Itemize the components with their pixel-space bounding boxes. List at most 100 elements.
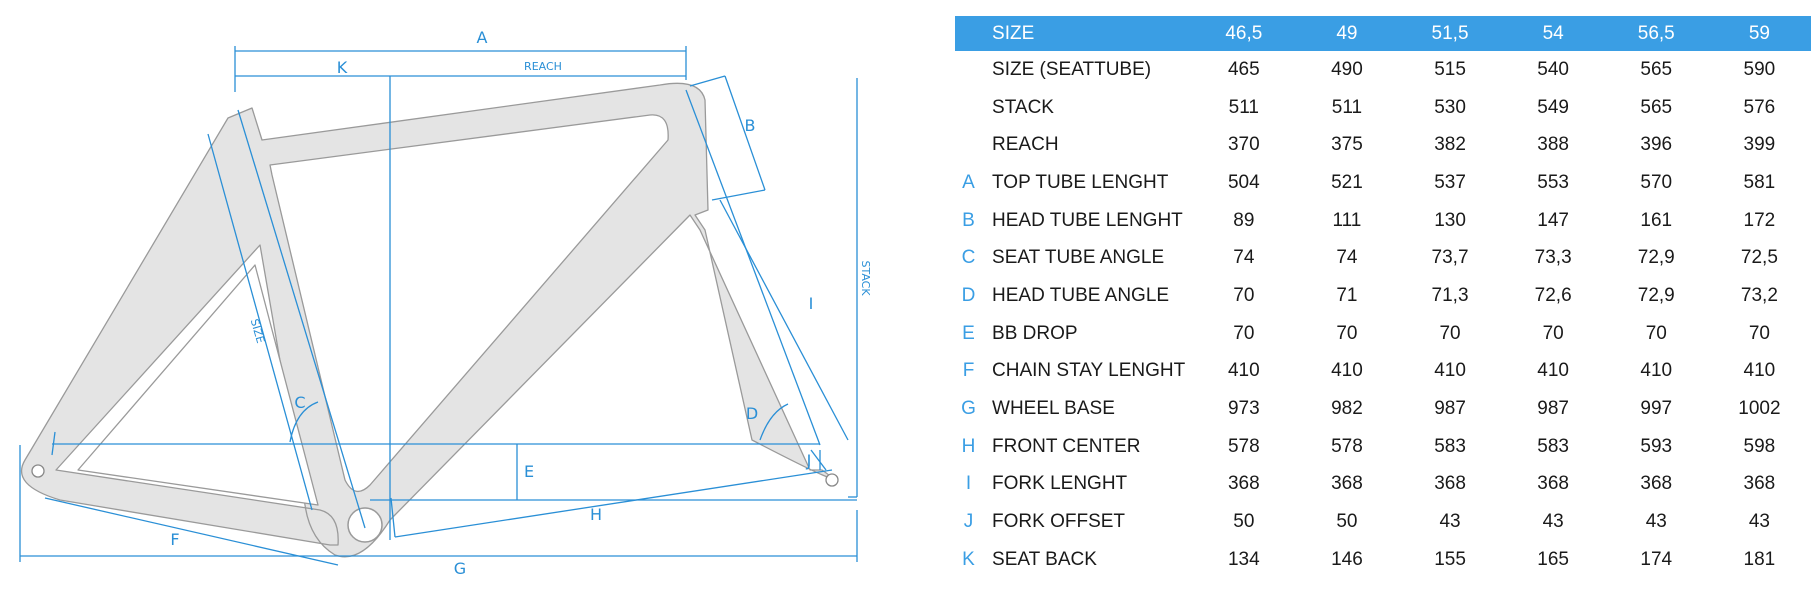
row-value: 987 — [1434, 398, 1466, 420]
row-value: 504 — [1227, 171, 1260, 193]
line-i — [719, 199, 849, 441]
size-header-value: 59 — [1748, 22, 1770, 44]
row-value: 388 — [1537, 134, 1569, 156]
row-value: 465 — [1227, 58, 1260, 80]
row-letter: G — [961, 398, 976, 420]
row-value: 590 — [1743, 58, 1776, 80]
frame-geometry-diagram: A K REACH B STACK I SIZE C D E J H F G — [19, 28, 872, 578]
row-letter — [955, 51, 982, 89]
row-value: 987 — [1537, 398, 1569, 420]
size-header-value: 46,5 — [1225, 22, 1263, 44]
row-value: 181 — [1743, 548, 1776, 570]
row-letter: B — [962, 209, 975, 231]
label-i: I — [809, 294, 814, 313]
row-value: 73,3 — [1534, 247, 1572, 269]
row-value: 70 — [1233, 284, 1255, 306]
row-label: SEAT TUBE ANGLE — [992, 247, 1165, 269]
row-label: FRONT CENTER — [992, 435, 1141, 457]
row-value: 368 — [1640, 473, 1673, 495]
arc-d — [759, 403, 789, 441]
row-value: 43 — [1542, 511, 1564, 533]
dimension-lines — [19, 46, 858, 566]
row-label: WHEEL BASE — [992, 398, 1115, 420]
row-value: 982 — [1331, 398, 1363, 420]
row-value: 73,2 — [1740, 284, 1778, 306]
row-value: 540 — [1537, 58, 1569, 80]
row-value: 43 — [1439, 511, 1461, 533]
row-letter: K — [962, 548, 975, 570]
row-value: 74 — [1233, 247, 1255, 269]
row-value: 72,5 — [1740, 247, 1778, 269]
row-letter — [955, 126, 982, 164]
line-j — [810, 449, 827, 471]
size-header-value: 56,5 — [1637, 22, 1675, 44]
row-value: 399 — [1743, 134, 1776, 156]
front-dropout — [825, 473, 839, 487]
row-value: 410 — [1331, 360, 1363, 382]
row-value: 530 — [1434, 96, 1466, 118]
label-a: A — [477, 28, 488, 47]
row-value: 72,9 — [1637, 247, 1675, 269]
line-b — [689, 75, 726, 87]
line-h — [394, 469, 833, 538]
row-letter — [955, 89, 982, 127]
row-value: 70 — [1336, 322, 1358, 344]
row-value: 368 — [1227, 473, 1260, 495]
row-value: 511 — [1228, 96, 1259, 118]
row-value: 43 — [1748, 511, 1770, 533]
row-value: 50 — [1336, 511, 1358, 533]
row-value: 375 — [1331, 134, 1363, 156]
row-value: 73,7 — [1431, 247, 1469, 269]
size-header-value: 54 — [1542, 22, 1564, 44]
bike-frame — [20, 82, 832, 558]
size-header-value: 51,5 — [1431, 22, 1469, 44]
geometry-table: SIZE 46,5 49 51,5 54 56,5 59 SIZE (SEATT… — [955, 16, 1811, 579]
row-value: 368 — [1434, 473, 1466, 495]
line-f — [44, 497, 339, 566]
row-value: 581 — [1743, 171, 1776, 193]
arc-c — [289, 401, 319, 443]
row-value: 553 — [1537, 171, 1569, 193]
row-label: FORK LENGHT — [992, 473, 1128, 495]
row-value: 598 — [1743, 435, 1776, 457]
row-value: 370 — [1227, 134, 1260, 156]
frame-window-front — [269, 114, 669, 492]
row-value: 368 — [1331, 473, 1363, 495]
rear-dropout — [31, 464, 45, 478]
row-value: 997 — [1640, 398, 1673, 420]
row-value: 172 — [1743, 209, 1776, 231]
row-value: 583 — [1434, 435, 1466, 457]
size-header-row: SIZE 46,5 49 51,5 54 56,5 59 — [955, 16, 1811, 51]
row-value: 576 — [1743, 96, 1776, 118]
row-value: 72,9 — [1637, 284, 1675, 306]
row-letter: I — [965, 473, 972, 495]
row-value: 70 — [1439, 322, 1461, 344]
row-value: 537 — [1434, 171, 1466, 193]
size-header-label: SIZE — [992, 22, 1035, 44]
label-h: H — [590, 505, 602, 524]
row-label: HEAD TUBE ANGLE — [992, 284, 1170, 306]
row-letter: E — [962, 322, 975, 344]
row-letter: A — [962, 171, 975, 193]
label-j: J — [806, 451, 812, 470]
row-value: 511 — [1331, 96, 1363, 118]
row-value: 521 — [1331, 171, 1363, 193]
row-value: 70 — [1542, 322, 1564, 344]
bottom-bracket — [347, 507, 383, 543]
row-value: 43 — [1645, 511, 1667, 533]
row-letter: H — [961, 435, 976, 457]
row-value: 593 — [1640, 435, 1673, 457]
row-label: SIZE (SEATTUBE) — [992, 58, 1152, 80]
line-seat-tube — [237, 109, 366, 529]
row-letter: J — [963, 511, 974, 533]
row-value: 549 — [1537, 96, 1569, 118]
line-steerer — [685, 89, 821, 446]
row-value: 70 — [1748, 322, 1770, 344]
size-header-value: 49 — [1336, 22, 1358, 44]
